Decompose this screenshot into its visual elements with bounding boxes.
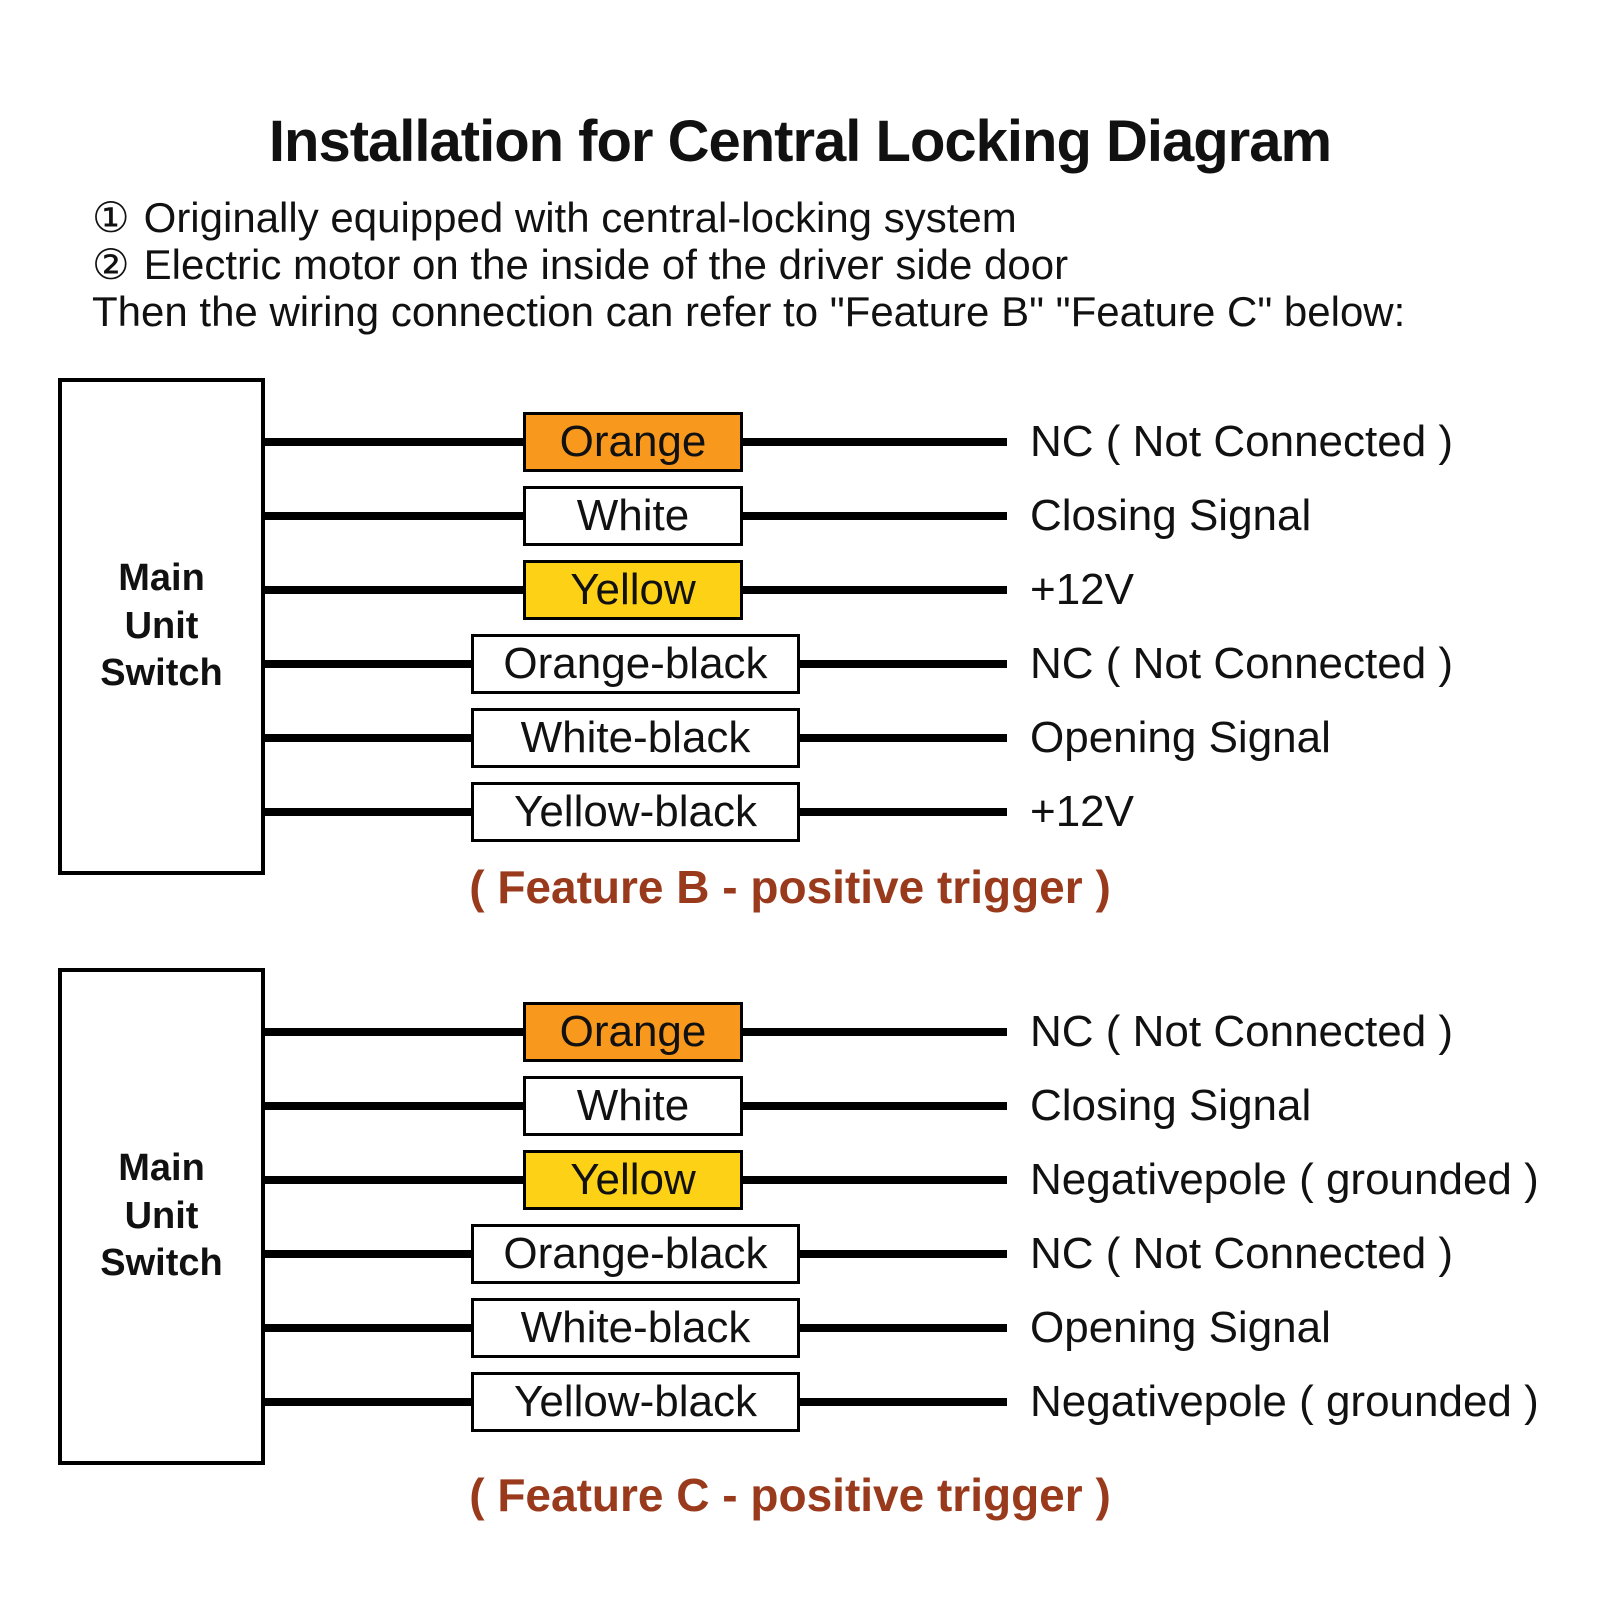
wire-color-label: Yellow-black	[514, 787, 757, 836]
wire-color-label: Yellow	[570, 565, 696, 614]
caption-feature-b: ( Feature B - positive trigger )	[469, 861, 1111, 913]
main-unit-switch-box: Main Unit Switch	[58, 378, 265, 875]
page-title: Installation for Central Locking Diagram	[268, 109, 1332, 174]
wire-color-box: White-black	[471, 1298, 800, 1358]
wire-color-box: Orange	[523, 1002, 743, 1062]
wire-color-label: Orange	[559, 417, 707, 466]
signal-label: Closing Signal	[1030, 491, 1312, 540]
wire-color-box: White	[523, 486, 743, 546]
wire-color-label: Orange-black	[503, 1229, 768, 1278]
intro-line-2: ② Electric motor on the inside of the dri…	[92, 241, 1405, 288]
wire-color-label: Yellow-black	[514, 1377, 757, 1426]
circled-2-icon: ②	[92, 241, 130, 288]
wire-color-box: White	[523, 1076, 743, 1136]
intro-text: ① Originally equipped with central-lockin…	[92, 194, 1405, 335]
wire-color-box: Yellow-black	[471, 1372, 800, 1432]
circled-1-icon: ①	[92, 194, 130, 241]
main-unit-switch-box: Main Unit Switch	[58, 968, 265, 1465]
wire-color-label: White-black	[520, 713, 751, 762]
wire-color-label: Yellow	[570, 1155, 696, 1204]
signal-label: NC ( Not Connected )	[1030, 639, 1454, 688]
diagram-feature-b: Main Unit Switch Orange NC ( Not Connect…	[0, 378, 1600, 938]
main-unit-switch-label: Main Unit Switch	[100, 1147, 223, 1285]
wire-color-box: Yellow	[523, 1150, 743, 1210]
wire-color-box: White-black	[471, 708, 800, 768]
wire-color-box: Yellow-black	[471, 782, 800, 842]
intro-line-1-text: Originally equipped with central-locking…	[143, 194, 1017, 241]
signal-label: NC ( Not Connected )	[1030, 1229, 1454, 1278]
intro-line-2-text: Electric motor on the inside of the driv…	[143, 241, 1069, 288]
main-unit-switch-label: Main Unit Switch	[100, 557, 223, 695]
intro-line-1: ① Originally equipped with central-lockin…	[92, 194, 1405, 241]
signal-label: Negativepole ( grounded )	[1030, 1155, 1539, 1204]
signal-label: NC ( Not Connected )	[1030, 1007, 1454, 1056]
signal-label: Opening Signal	[1030, 1303, 1331, 1352]
diagram-feature-c: Main Unit Switch Orange NC ( Not Connect…	[0, 968, 1600, 1528]
signal-label: Closing Signal	[1030, 1081, 1312, 1130]
wire-color-label: Orange	[559, 1007, 707, 1056]
wire-color-box: Yellow	[523, 560, 743, 620]
signal-label: Negativepole ( grounded )	[1030, 1377, 1539, 1426]
wire-color-box: Orange-black	[471, 634, 800, 694]
wire-color-box: Orange	[523, 412, 743, 472]
wire-color-label: Orange-black	[503, 639, 768, 688]
wire-color-label: White-black	[520, 1303, 751, 1352]
intro-line-3: Then the wiring connection can refer to …	[92, 288, 1406, 335]
signal-label: NC ( Not Connected )	[1030, 417, 1454, 466]
wire-color-label: White	[576, 491, 690, 540]
wire-color-label: White	[576, 1081, 690, 1130]
caption-feature-c: ( Feature C - positive trigger )	[469, 1469, 1111, 1521]
wire-color-box: Orange-black	[471, 1224, 800, 1284]
signal-label: Opening Signal	[1030, 713, 1331, 762]
signal-label: +12V	[1030, 787, 1134, 836]
signal-label: +12V	[1030, 565, 1134, 614]
